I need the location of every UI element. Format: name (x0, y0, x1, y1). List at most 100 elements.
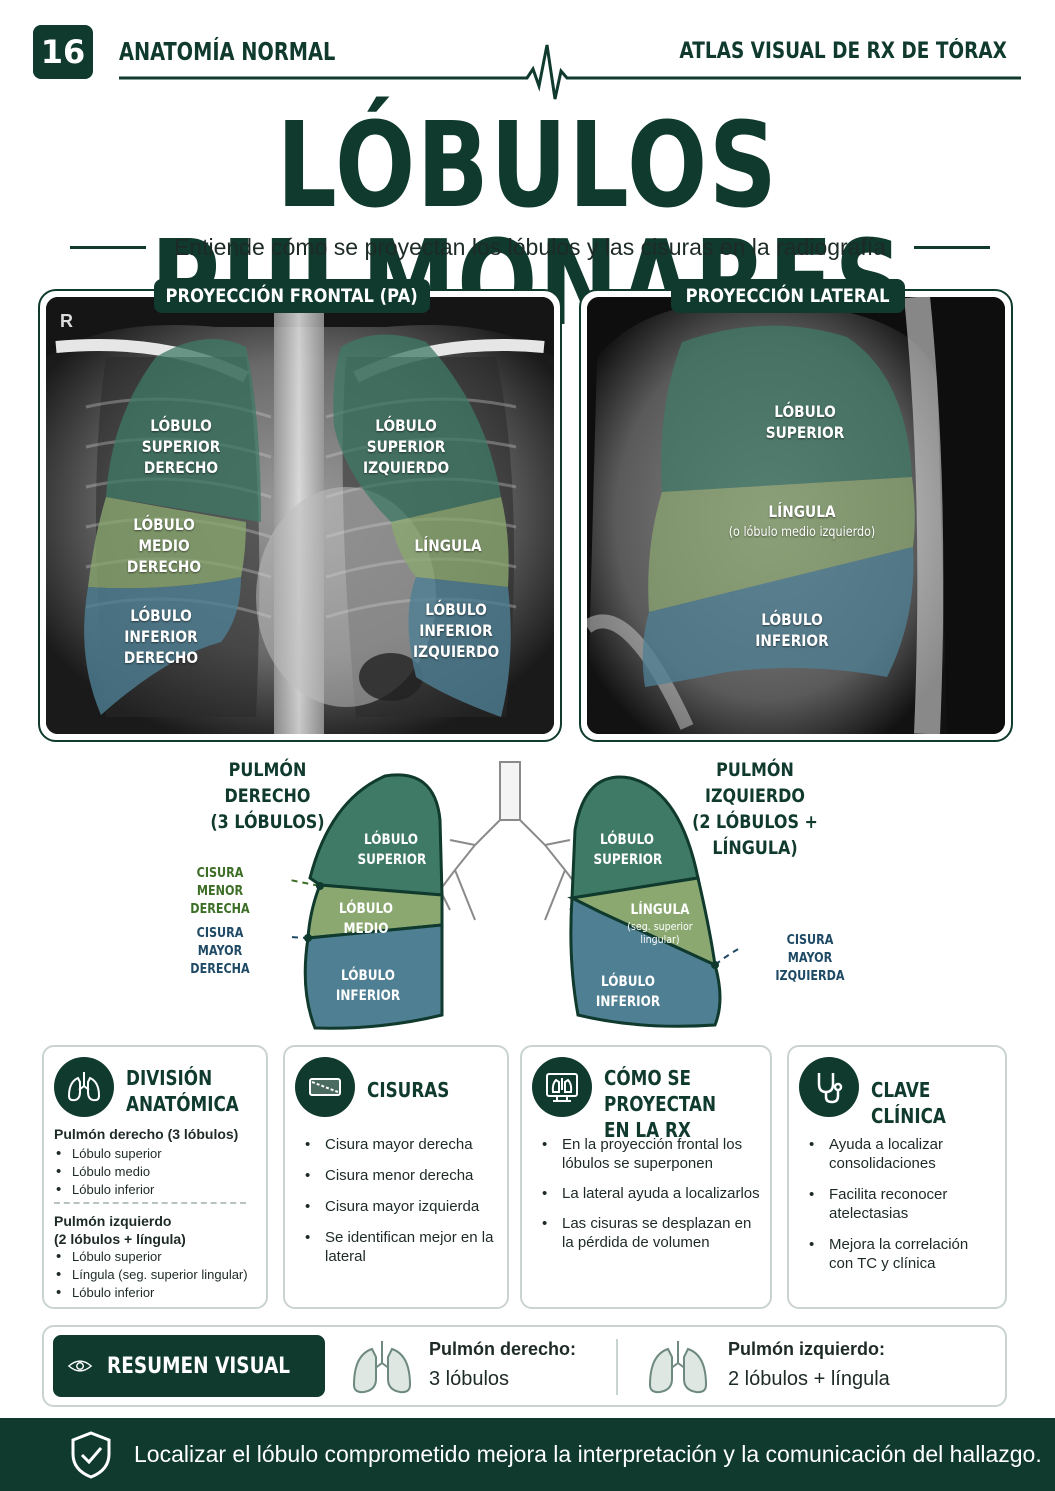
list-item: Facilita reconocer atelectasias (807, 1185, 995, 1223)
card-anatomic-division: DIVISIÓN ANATÓMICA Pulmón derecho (3 lób… (42, 1045, 268, 1309)
lateral-tag: PROYECCIÓN LATERAL (671, 279, 905, 313)
subtitle-rule-left (70, 245, 146, 249)
lungs-icon (54, 1057, 114, 1117)
schem-lingula-title: LÍNGULA (630, 902, 690, 918)
summary-right-value: 3 lóbulos (429, 1368, 510, 1390)
label-lateral-upper-lobe: LÓBULO SUPERIOR (765, 402, 845, 442)
frontal-xray-panel: PROYECCIÓN FRONTAL (PA) (38, 279, 562, 742)
lateral-xray-panel: PROYECCIÓN LATERAL LÓBULO SUPERIOR LÍNGU… (579, 279, 1013, 742)
list-item: Lóbulo inferior (56, 1181, 256, 1199)
page-subtitle: Entiende cómo se proyectan los lóbulos y… (173, 233, 887, 260)
schem-label-right-upper: LÓBULO SUPERIOR (357, 832, 427, 868)
label-left-lower-lobe: LÓBULO INFERIOR IZQUIERDO (413, 600, 500, 661)
list-item: Cisura mayor izquierda (303, 1197, 497, 1216)
summary-left-value: 2 lóbulos + língula (728, 1368, 890, 1390)
eye-icon (67, 1360, 93, 1372)
schem-right-upper-lobe (308, 773, 444, 897)
subtitle-rule-right (914, 245, 990, 249)
summary-right-lung: Pulmón derecho: 3 lóbulos (429, 1339, 576, 1391)
list-item: Língula (seg. superior lingular) (56, 1266, 256, 1284)
frontal-xray-graphic (46, 297, 554, 734)
page-header: 16 ANATOMÍA NORMAL ATLAS VISUAL DE RX DE… (33, 25, 1021, 100)
frontal-tag-label: PROYECCIÓN FRONTAL (PA) (165, 285, 419, 307)
visual-summary-label: RESUMEN VISUAL (107, 1353, 291, 1379)
label-lateral-lingula-note: (o lóbulo medio izquierdo) (728, 525, 876, 540)
card-projection: CÓMO SE PROYECTAN EN LA RX En la proyecc… (520, 1045, 772, 1309)
label-right-middle-lobe: LÓBULO MEDIO DERECHO (126, 515, 202, 576)
schem-label-left-lower: LÓBULO INFERIOR (595, 974, 661, 1010)
lateral-xray-image: LÓBULO SUPERIOR LÍNGULA (o lóbulo medio … (587, 297, 1005, 734)
card-clinical-key: CLAVE CLÍNICA Ayuda a localizar consolid… (787, 1045, 1007, 1309)
minor-fissure-right-label: CISURA MENOR DERECHA (190, 866, 250, 917)
lateral-lower-lobe (642, 547, 914, 687)
summary-right-label: Pulmón derecho: (429, 1339, 577, 1359)
list-item: Lóbulo superior (56, 1248, 256, 1266)
summary-left-label: Pulmón izquierdo: (728, 1339, 885, 1359)
lateral-tag-label: PROYECCIÓN LATERAL (686, 285, 890, 307)
xray-monitor-icon (532, 1057, 592, 1117)
divider (54, 1202, 246, 1204)
card-title-fissures: CISURAS (367, 1078, 450, 1102)
list-item: Las cisuras se desplazan en la pérdida d… (540, 1214, 760, 1252)
projection-list: En la proyección frontal los lóbulos se … (540, 1135, 760, 1252)
list-item: Mejora la correlación con TC y clínica (807, 1235, 995, 1273)
label-lateral-lingula-title: LÍNGULA (768, 502, 836, 521)
schem-left-upper-lobe (570, 775, 700, 900)
label-right-lower-lobe: LÓBULO INFERIOR DERECHO (123, 606, 199, 667)
card-fissures: CISURAS Cisura mayor derecha Cisura meno… (283, 1045, 509, 1309)
label-lingula: LÍNGULA (414, 536, 482, 555)
label-lateral-lower-lobe: LÓBULO INFERIOR (755, 610, 829, 650)
footer-text: Localizar el lóbulo comprometido mejora … (134, 1441, 1042, 1467)
schem-right-lower-lobe (303, 923, 444, 1030)
subtitle-row: Entiende cómo se proyectan los lóbulos y… (70, 232, 990, 262)
list-item: Cisura menor derecha (303, 1166, 497, 1185)
label-left-upper-lobe: LÓBULO SUPERIOR IZQUIERDO (363, 416, 450, 477)
right-lung-title: PULMÓN DERECHO (3 LÓBULOS) (210, 759, 325, 833)
summary-left-lung: Pulmón izquierdo: 2 lóbulos + língula (728, 1339, 890, 1391)
frontal-right-lower-lobe (84, 577, 241, 715)
list-item: Cisura mayor derecha (303, 1135, 497, 1154)
list-item: Lóbulo superior (56, 1145, 256, 1163)
stethoscope-icon (799, 1057, 859, 1117)
frontal-left-lower-lobe (408, 577, 511, 717)
division-right-list: Lóbulo superior Lóbulo medio Lóbulo infe… (56, 1145, 256, 1199)
list-item: Ayuda a localizar consolidaciones (807, 1135, 995, 1173)
section-label: ANATOMÍA NORMAL (119, 37, 336, 66)
visual-summary: RESUMEN VISUAL Pulmón derecho: 3 lóbulos… (42, 1325, 1007, 1407)
schem-left-lower-lobe (569, 895, 722, 1028)
lateral-xray-graphic (587, 297, 1005, 734)
schem-label-lingula: LÍNGULA (seg. superior lingular) (624, 900, 696, 946)
shield-check-icon (71, 1430, 111, 1479)
frontal-left-upper-lobe (333, 334, 501, 522)
clinical-list: Ayuda a localizar consolidaciones Facili… (807, 1135, 995, 1273)
label-right-upper-lobe: LÓBULO SUPERIOR DERECHO (141, 416, 221, 477)
visual-summary-badge: RESUMEN VISUAL (53, 1335, 325, 1397)
side-marker: R (60, 311, 73, 331)
frontal-right-middle-lobe (88, 497, 246, 589)
list-item: Lóbulo inferior (56, 1284, 256, 1302)
heartbeat-line-icon (119, 44, 1021, 100)
list-item: Se identifican mejor en la lateral (303, 1228, 497, 1266)
list-item: La lateral ayuda a localizarlos (540, 1184, 760, 1203)
lungs-icon (352, 1341, 412, 1394)
fissures-list: Cisura mayor derecha Cisura menor derech… (303, 1135, 497, 1266)
card-title-division: DIVISIÓN ANATÓMICA (126, 1066, 239, 1116)
lung-schematic-diagram (290, 761, 740, 1030)
schem-lingula-note: (seg. superior lingular) (627, 920, 693, 946)
major-fissure-right-label: CISURA MAYOR DERECHA (190, 926, 250, 977)
lateral-lingula (648, 477, 915, 612)
card-title-clinical: CLAVE CLÍNICA (871, 1078, 946, 1128)
major-fissure-left-label: CISURA MAYOR IZQUIERDA (775, 933, 845, 984)
header-rule (119, 44, 1021, 100)
division-right-heading: Pulmón derecho (3 lóbulos) (54, 1126, 239, 1142)
schem-label-left-upper: LÓBULO SUPERIOR (593, 832, 663, 868)
label-lateral-lingula: LÍNGULA (o lóbulo medio izquierdo) (720, 501, 883, 543)
division-left-heading: Pulmón izquierdo (2 lóbulos + língula) (54, 1213, 186, 1247)
card-title-projection: CÓMO SE PROYECTAN EN LA RX (604, 1066, 717, 1142)
atlas-label: ATLAS VISUAL DE RX DE TÓRAX (679, 39, 1007, 64)
footer-banner: Localizar el lóbulo comprometido mejora … (0, 1418, 1055, 1491)
lateral-upper-lobe (661, 325, 912, 492)
trachea-bronchi-icon (439, 761, 581, 921)
page-number-badge: 16 (33, 25, 93, 79)
list-item: Lóbulo medio (56, 1163, 256, 1181)
